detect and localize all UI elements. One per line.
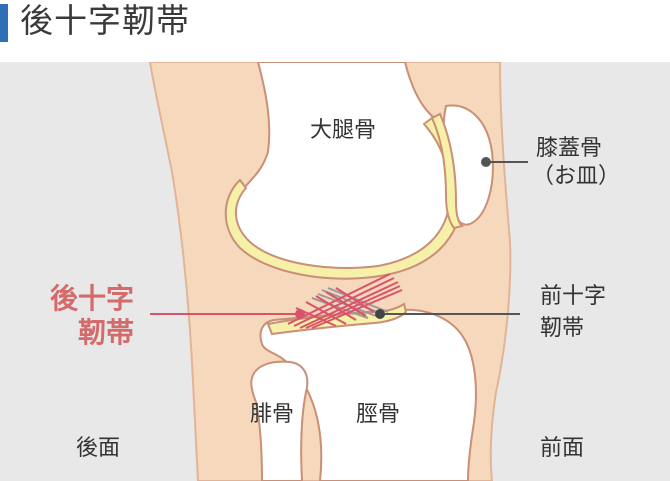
pcl-label-line2: 靭帯	[78, 316, 135, 349]
fibula-bone	[250, 360, 309, 481]
fibula-label: 腓骨	[250, 402, 295, 427]
back-side-label: 後面	[76, 436, 121, 461]
title-bar: 後十字靭帯	[0, 0, 670, 62]
page-title: 後十字靭帯	[20, 1, 190, 40]
acl-dot	[375, 309, 385, 319]
patella-label-line2: （お皿）	[532, 164, 621, 189]
pcl-dot	[295, 309, 305, 319]
patella-label-line1: 膝蓋骨	[536, 136, 603, 161]
tibia-label: 脛骨	[356, 402, 401, 427]
patella-dot	[481, 157, 491, 167]
acl-label-line2: 靭帯	[540, 316, 585, 341]
pcl-label-line1: 後十字	[50, 282, 135, 315]
patella-cartilage	[430, 112, 464, 230]
pcl-ligament	[287, 273, 403, 329]
knee-illustration	[0, 62, 670, 481]
title-accent-bar	[0, 4, 8, 42]
leader-lines	[150, 157, 528, 319]
knee-diagram: 大腿骨 膝蓋骨 （お皿） 後十字 靭帯 前十字 靭帯 腓骨 脛骨 後面 前面	[0, 62, 670, 481]
femur-label: 大腿骨	[310, 118, 377, 143]
front-side-label: 前面	[540, 436, 585, 461]
acl-label-line1: 前十字	[540, 284, 607, 309]
